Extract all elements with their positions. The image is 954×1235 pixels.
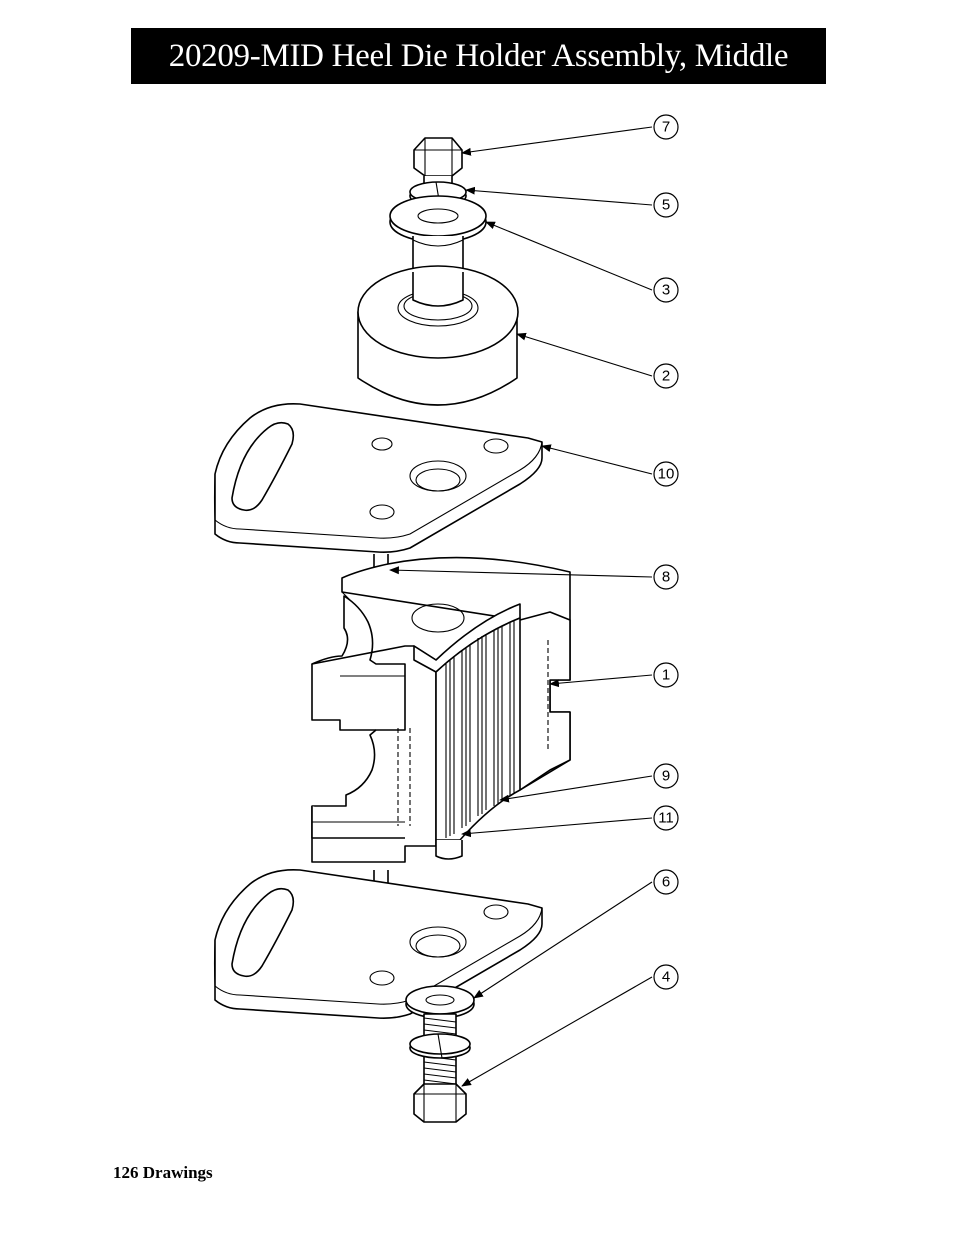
page-title-text: 20209-MID Heel Die Holder Assembly, Midd… (168, 37, 789, 74)
part-11-shaft (435, 840, 463, 860)
callout-1: 1 (653, 662, 679, 688)
callout-6: 6 (653, 869, 679, 895)
page-footer: 126 Drawings (113, 1163, 213, 1182)
callout-7-label: 7 (662, 119, 670, 136)
callout-2: 2 (653, 363, 679, 389)
callout-2-label: 2 (662, 368, 670, 385)
callout-1-label: 1 (662, 667, 670, 684)
part-4-threaded-bolt (409, 1013, 471, 1123)
callout-5-label: 5 (662, 197, 670, 214)
callout-6-label: 6 (662, 874, 670, 891)
part-10-top-plate (213, 402, 543, 553)
callout-11-label: 11 (658, 810, 674, 827)
callout-10-label: 10 (658, 466, 675, 483)
callout-8: 8 (653, 564, 679, 590)
part-9-ribbed-insert (413, 603, 521, 841)
callout-5: 5 (653, 192, 679, 218)
callout-3: 3 (653, 277, 679, 303)
leader-lines (389, 126, 653, 1087)
callout-3-label: 3 (662, 282, 670, 299)
part-6-washer (405, 985, 475, 1019)
callout-4-label: 4 (662, 969, 670, 986)
callout-11: 11 (653, 805, 679, 831)
callout-9: 9 (653, 763, 679, 789)
page-title: 20209-MID Heel Die Holder Assembly, Midd… (131, 28, 826, 84)
callout-8-label: 8 (662, 569, 670, 586)
lower-holder-plate (213, 868, 543, 1019)
callout-7: 7 (653, 114, 679, 140)
callout-4: 4 (653, 964, 679, 990)
part-2-roller (357, 265, 519, 406)
callout-9-label: 9 (662, 768, 670, 785)
callout-10: 10 (653, 461, 679, 487)
